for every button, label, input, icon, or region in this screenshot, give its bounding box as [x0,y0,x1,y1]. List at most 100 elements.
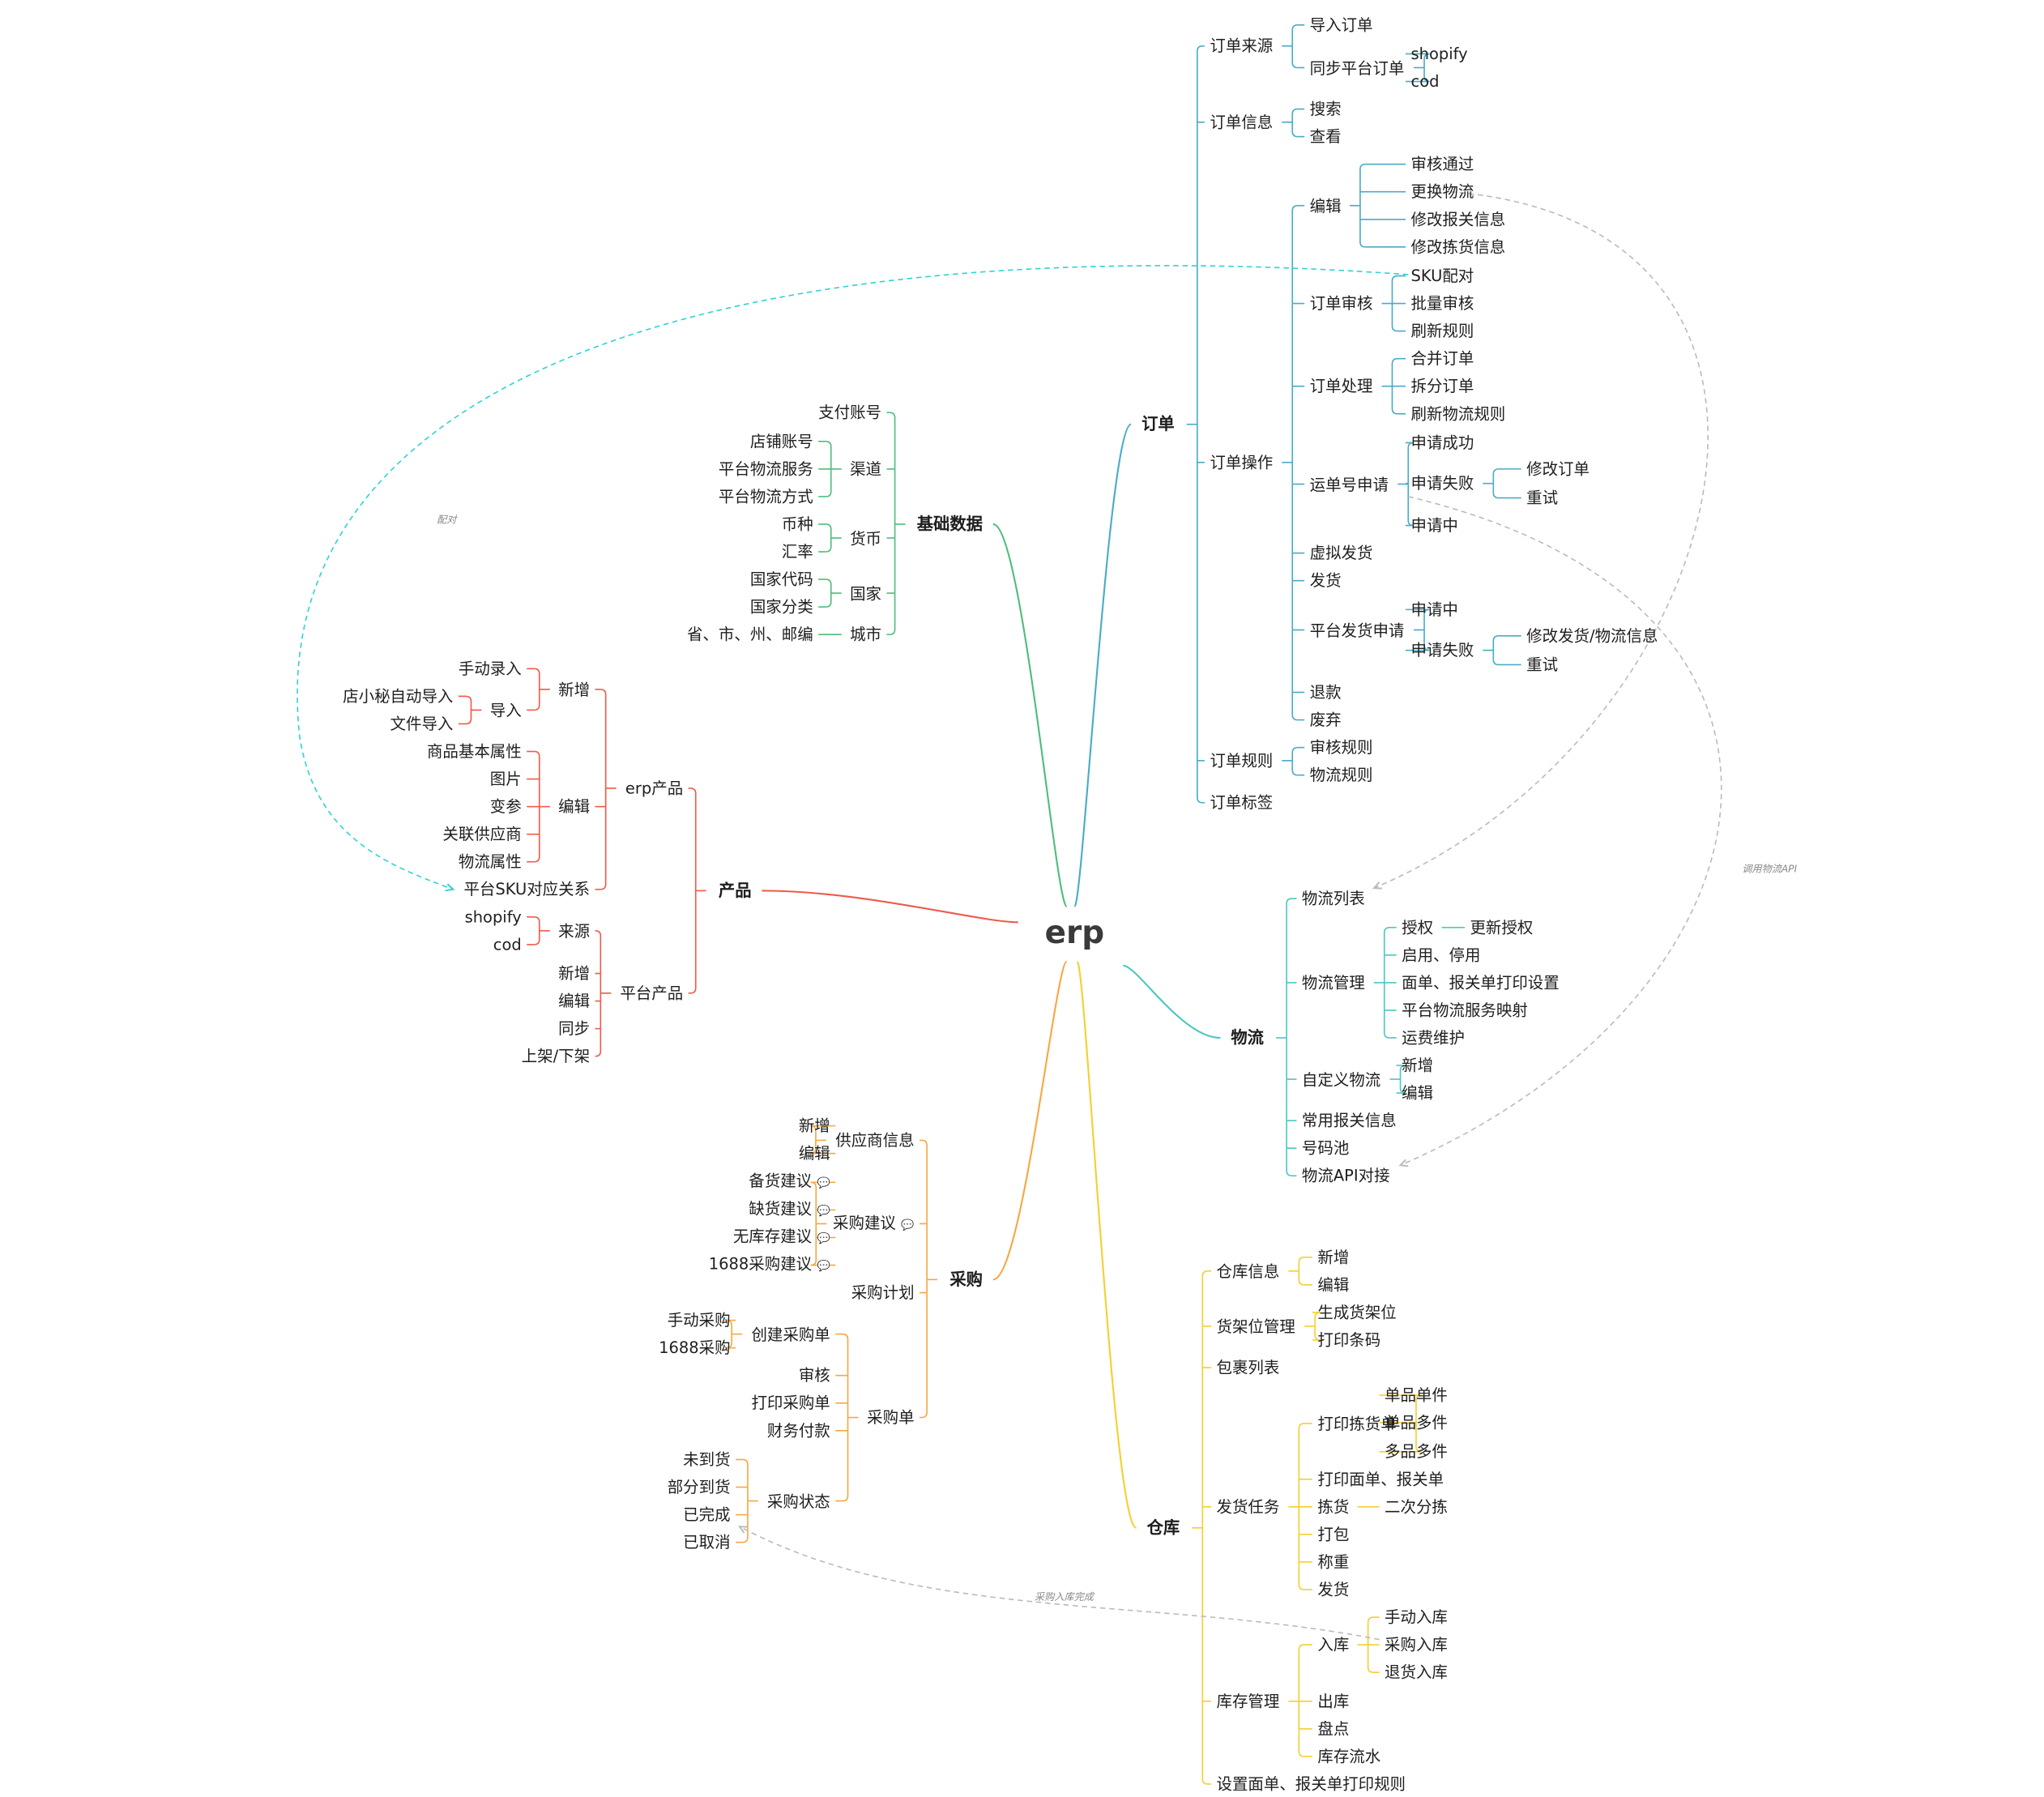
node-branches-base-1[interactable]: 渠道 [850,459,882,479]
node-branches-warehouse-1-1[interactable]: 打印条码 [1317,1330,1381,1350]
node-branches-warehouse-4-3[interactable]: 库存流水 [1317,1747,1381,1766]
node-branches-product-1-1[interactable]: 新增 [558,964,591,983]
node-branches-order-2-2-0[interactable]: 合并订单 [1410,349,1474,369]
node-branches-purchase-0-1[interactable]: 编辑 [798,1144,830,1163]
node-branches-logistics-1[interactable]: 物流管理 [1301,973,1365,992]
node-branches-base-2[interactable]: 货币 [850,528,882,548]
node-branches-order-2-2-1[interactable]: 拆分订单 [1410,377,1474,396]
node-branches-warehouse-3-0-0[interactable]: 单品单件 [1385,1385,1448,1405]
node-branches-base-1-2[interactable]: 平台物流方式 [718,487,813,506]
node-branches-order-0[interactable]: 订单来源 [1210,36,1274,56]
node-branches-purchase-3-0-0[interactable]: 手动采购 [667,1311,731,1330]
node-branches-product-0-0-1[interactable]: 导入 [489,701,522,719]
node-branches-order-2-6-1-1[interactable]: 重试 [1526,655,1559,674]
node-branches-warehouse-4-2[interactable]: 盘点 [1317,1719,1350,1739]
node-branches-order-2-4[interactable]: 虚拟发货 [1309,544,1373,563]
node-branches-product-0-0-1-1[interactable]: 文件导入 [390,715,454,733]
node-branches-logistics-2-1[interactable]: 编辑 [1402,1083,1434,1103]
node-branches-order-2-6[interactable]: 平台发货申请 [1309,621,1405,639]
node-branches-logistics-5[interactable]: 物流API对接 [1301,1166,1390,1185]
node-branches-logistics-1-4[interactable]: 运费维护 [1402,1028,1465,1048]
node-branches-warehouse-3-0[interactable]: 打印拣货单 [1317,1414,1397,1433]
node-branches-warehouse-4-0-0[interactable]: 手动入库 [1385,1607,1448,1627]
node-branches-order-1-0[interactable]: 搜索 [1309,100,1342,118]
node-branches-warehouse-3-3[interactable]: 打包 [1317,1525,1350,1544]
node-branches-purchase-3-3[interactable]: 财务付款 [766,1421,830,1441]
node-branches-order-0-1-1[interactable]: cod [1410,72,1440,91]
node-branches-logistics-3[interactable]: 常用报关信息 [1301,1111,1397,1130]
node-branches-base-3-0[interactable]: 国家代码 [749,570,813,589]
node-branches-order-2-3[interactable]: 运单号申请 [1309,475,1389,493]
node-branches-warehouse-2[interactable]: 包裹列表 [1216,1358,1280,1377]
node-branches-logistics-1-2[interactable]: 面单、报关单打印设置 [1402,973,1560,992]
node-branches-logistics-2[interactable]: 自定义物流 [1301,1069,1381,1089]
node-branches-order-2-1-0[interactable]: SKU配对 [1410,267,1474,285]
node-branches-warehouse-3-4[interactable]: 称重 [1317,1552,1350,1572]
node-branches-base-0[interactable]: 支付账号 [818,403,882,422]
node-branches-order-2-0-1[interactable]: 更换物流 [1410,182,1474,202]
node-branches-order-2-1-1[interactable]: 批量审核 [1410,294,1474,313]
branch-base[interactable]: 基础数据 [916,514,983,534]
node-branches-product-0-0[interactable]: 新增 [558,680,591,699]
node-branches-warehouse-3-0-1[interactable]: 单品多件 [1385,1413,1448,1432]
node-branches-product-1-2[interactable]: 编辑 [558,992,591,1010]
node-branches-order-2-1[interactable]: 订单审核 [1309,294,1373,313]
node-branches-order-2-3-0[interactable]: 申请成功 [1410,433,1474,452]
node-branches-product-0-0-0[interactable]: 手动录入 [458,659,522,678]
node-branches-purchase-3-4-2[interactable]: 已完成 [683,1505,731,1524]
node-branches-warehouse-4-0-2[interactable]: 退货入库 [1385,1663,1448,1682]
node-branches-order-2-0-3[interactable]: 修改拣货信息 [1410,237,1506,257]
node-branches-product-0-0-1-0[interactable]: 店小秘自动导入 [343,687,454,706]
node-branches-order-2-7[interactable]: 退款 [1309,683,1342,702]
node-branches-purchase-3-4-0[interactable]: 未到货 [683,1450,731,1469]
node-branches-order-2-0[interactable]: 编辑 [1309,196,1342,216]
node-branches-warehouse-4-1[interactable]: 出库 [1317,1692,1350,1711]
node-branches-base-4-0[interactable]: 省、市、州、邮编 [687,625,813,644]
node-branches-product-1[interactable]: 平台产品 [620,984,684,1003]
node-branches-base-2-0[interactable]: 币种 [781,514,813,534]
branch-purchase[interactable]: 采购 [949,1269,983,1289]
node-branches-product-0-1[interactable]: 编辑 [558,797,591,816]
node-branches-purchase-3-1[interactable]: 审核 [798,1366,830,1385]
node-branches-logistics-1-0[interactable]: 授权 [1402,918,1434,937]
node-branches-warehouse-3-2-0[interactable]: 二次分拣 [1385,1497,1448,1517]
node-branches-product-0-1-2[interactable]: 变参 [489,797,522,816]
node-branches-purchase-3-4-1[interactable]: 部分到货 [667,1478,731,1496]
node-branches-product-0-1-4[interactable]: 物流属性 [458,852,522,872]
node-branches-warehouse-3-2[interactable]: 拣货 [1317,1497,1350,1517]
node-branches-warehouse-1[interactable]: 货架位管理 [1216,1317,1295,1336]
node-branches-purchase-3-4[interactable]: 采购状态 [766,1492,830,1510]
node-branches-base-3-1[interactable]: 国家分类 [749,597,813,617]
node-branches-logistics-1-3[interactable]: 平台物流服务映射 [1402,1001,1528,1020]
node-branches-logistics-1-0-0[interactable]: 更新授权 [1470,918,1534,937]
node-branches-logistics-1-1[interactable]: 启用、停用 [1402,945,1481,965]
node-branches-order-2-8[interactable]: 废弃 [1309,711,1342,729]
node-branches-order-2-3-1[interactable]: 申请失败 [1410,474,1474,493]
node-branches-base-2-1[interactable]: 汇率 [781,542,813,561]
node-branches-order-1[interactable]: 订单信息 [1210,113,1274,132]
branch-product[interactable]: 产品 [718,880,752,900]
node-branches-warehouse-3[interactable]: 发货任务 [1216,1497,1280,1517]
node-branches-product-1-0-0[interactable]: shopify [464,907,522,927]
node-branches-order-3[interactable]: 订单规则 [1210,751,1274,770]
node-branches-order-2-1-2[interactable]: 刷新规则 [1410,322,1474,340]
node-branches-order-2-2-2[interactable]: 刷新物流规则 [1410,404,1506,424]
node-branches-purchase-1-0[interactable]: 备货建议 [749,1171,830,1194]
node-branches-order-0-1[interactable]: 同步平台订单 [1309,58,1405,77]
node-branches-product-1-0-1[interactable]: cod [493,935,522,954]
node-branches-order-2-3-1-1[interactable]: 重试 [1526,489,1559,507]
node-branches-product-1-4[interactable]: 上架/下架 [521,1047,591,1066]
node-branches-warehouse-3-1[interactable]: 打印面单、报关单 [1317,1470,1444,1489]
branch-warehouse[interactable]: 仓库 [1146,1517,1180,1538]
node-branches-purchase-1-2[interactable]: 无库存建议 [733,1226,830,1249]
node-branches-purchase-0-0[interactable]: 新增 [798,1116,830,1135]
node-branches-purchase-3-0[interactable]: 创建采购单 [751,1325,830,1343]
branch-logistics[interactable]: 物流 [1231,1027,1264,1048]
node-branches-warehouse-1-0[interactable]: 生成货架位 [1317,1303,1397,1322]
node-branches-order-2-0-2[interactable]: 修改报关信息 [1410,210,1506,229]
node-branches-order-2-5[interactable]: 发货 [1309,571,1342,591]
node-branches-product-0[interactable]: erp产品 [625,779,684,798]
node-branches-warehouse-0[interactable]: 仓库信息 [1216,1261,1280,1281]
node-branches-warehouse-3-0-2[interactable]: 多品多件 [1385,1442,1448,1462]
node-branches-purchase-1-3[interactable]: 1688采购建议 [709,1253,830,1277]
